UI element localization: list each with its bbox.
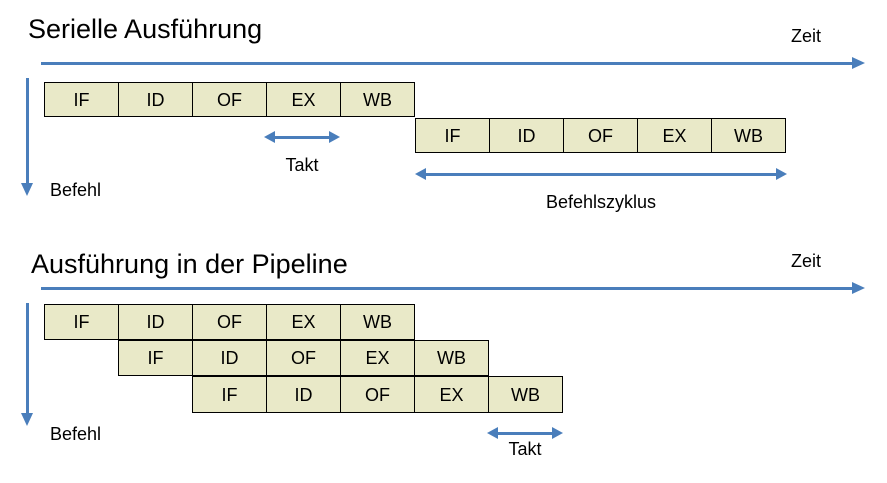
time-axis-label-pipeline: Zeit — [791, 251, 822, 271]
arrow-right-head-icon — [329, 131, 340, 143]
section-title-pipeline: Ausführung in der Pipeline — [31, 249, 348, 279]
time-axis-arrow-icon-serial — [852, 57, 865, 69]
instruction-row: IF ID OF EX WB — [415, 118, 786, 153]
stage-box[interactable]: WB — [414, 340, 489, 376]
stage-box[interactable]: IF — [415, 118, 490, 153]
instruction-axis-line-serial — [26, 78, 29, 186]
stage-box[interactable]: IF — [44, 304, 119, 340]
stage-box[interactable]: WB — [340, 82, 415, 117]
arrow-shaft — [496, 432, 554, 435]
stage-box[interactable]: WB — [340, 304, 415, 340]
stage-box[interactable]: IF — [118, 340, 193, 376]
time-axis-arrow-icon-pipeline — [852, 282, 865, 294]
instruction-row: IF ID OF EX WB — [118, 340, 489, 376]
arrow-shaft — [273, 136, 331, 139]
stage-box[interactable]: ID — [118, 304, 193, 340]
instruction-axis-label-serial: Befehl — [50, 180, 102, 200]
instruction-axis-label-pipeline: Befehl — [50, 424, 102, 444]
arrow-left-head-icon — [415, 168, 426, 180]
instruction-axis-line-pipeline — [26, 303, 29, 416]
befehlszyklus-measure-arrow — [415, 168, 787, 181]
section-title-serial: Serielle Ausführung — [28, 14, 263, 44]
stage-box[interactable]: OF — [340, 376, 415, 413]
stage-box[interactable]: OF — [563, 118, 638, 153]
takt-measure-label-pipeline: Takt — [508, 439, 542, 459]
instruction-row: IF ID OF EX WB — [44, 82, 415, 117]
stage-box[interactable]: ID — [489, 118, 564, 153]
time-axis-line-serial — [41, 62, 855, 65]
arrow-right-head-icon — [776, 168, 787, 180]
stage-box[interactable]: EX — [637, 118, 712, 153]
arrow-left-head-icon — [264, 131, 275, 143]
stage-box[interactable]: IF — [44, 82, 119, 117]
arrow-shaft — [424, 173, 778, 176]
stage-box[interactable]: EX — [266, 304, 341, 340]
stage-box[interactable]: ID — [192, 340, 267, 376]
stage-box[interactable]: EX — [266, 82, 341, 117]
instruction-axis-arrow-icon-pipeline — [21, 413, 33, 426]
takt-measure-arrow-pipeline — [487, 427, 563, 440]
takt-measure-arrow-serial — [264, 131, 340, 144]
instruction-row: IF ID OF EX WB — [192, 376, 563, 413]
stage-box[interactable]: EX — [340, 340, 415, 376]
stage-box[interactable]: OF — [192, 82, 267, 117]
befehlszyklus-measure-label: Befehlszyklus — [545, 192, 657, 212]
arrow-right-head-icon — [552, 427, 563, 439]
arrow-left-head-icon — [487, 427, 498, 439]
stage-box[interactable]: WB — [711, 118, 786, 153]
stage-box[interactable]: OF — [266, 340, 341, 376]
stage-box[interactable]: ID — [266, 376, 341, 413]
stage-box[interactable]: EX — [414, 376, 489, 413]
stage-box[interactable]: WB — [488, 376, 563, 413]
stage-box[interactable]: ID — [118, 82, 193, 117]
time-axis-line-pipeline — [41, 287, 855, 290]
instruction-axis-arrow-icon-serial — [21, 183, 33, 196]
instruction-row: IF ID OF EX WB — [44, 304, 415, 340]
takt-measure-label-serial: Takt — [285, 155, 319, 175]
time-axis-label-serial: Zeit — [791, 26, 822, 46]
stage-box[interactable]: IF — [192, 376, 267, 413]
stage-box[interactable]: OF — [192, 304, 267, 340]
